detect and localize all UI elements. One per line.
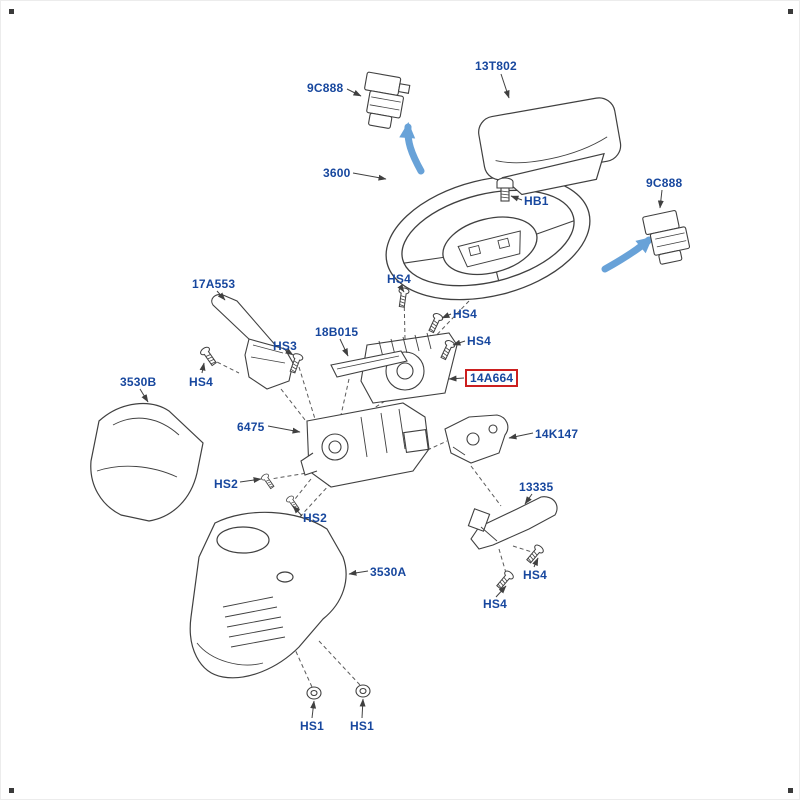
part-label-14a664-highlighted: 14A664 (465, 369, 519, 387)
arrow-to-9c888-left (399, 122, 425, 175)
part-label-9c888-right: 9C888 (646, 176, 683, 190)
fastener-label-hs2-2: HS2 (303, 511, 327, 525)
screw-hs4-4 (198, 345, 219, 368)
screw-hs4-5 (524, 542, 546, 565)
fastener-label-hs4-6: HS4 (483, 597, 507, 611)
fastener-label-hs1-2: HS1 (350, 719, 374, 733)
stalk-17a553-drawing (211, 294, 294, 390)
part-label-13t802: 13T802 (475, 59, 517, 73)
fastener-label-hs4-1: HS4 (387, 272, 411, 286)
fasteners (198, 286, 546, 700)
part-label-13335: 13335 (519, 480, 554, 494)
bolt-hb1-drawing (496, 177, 514, 202)
bracket-18b015-drawing (330, 350, 408, 378)
label-leader-lines (139, 73, 664, 719)
stalk-13335-drawing (467, 496, 558, 550)
screw-hs1-1 (306, 686, 322, 700)
part-label-6475: 6475 (237, 420, 265, 434)
install-arrows (399, 122, 653, 273)
cover-3530b-drawing (90, 402, 204, 522)
fastener-label-hs4-5: HS4 (523, 568, 547, 582)
part-label-18b015: 18B015 (315, 325, 359, 339)
fastener-label-hs4-4: HS4 (189, 375, 213, 389)
fastener-label-hs3: HS3 (273, 339, 297, 353)
screw-hs1-2 (355, 684, 371, 698)
shroud-3530a-drawing (189, 511, 347, 679)
part-label-3530b: 3530B (120, 375, 157, 389)
bracket-9c888-left-drawing (364, 71, 411, 129)
part-label-3600: 3600 (323, 166, 351, 180)
fastener-label-hs4-3: HS4 (467, 334, 491, 348)
airbag-module-drawing (478, 97, 622, 196)
part-label-9c888-upper-left: 9C888 (307, 81, 344, 95)
fastener-label-hs1-1: HS1 (300, 719, 324, 733)
corner-marks (9, 9, 793, 793)
screw-hs2-1 (259, 472, 277, 491)
part-label-3530a: 3530A (370, 565, 407, 579)
fastener-label-hs2-1: HS2 (214, 477, 238, 491)
part-14k147-drawing (444, 414, 509, 464)
arrow-to-9c888-right (601, 236, 653, 273)
screw-hs4-2 (426, 311, 445, 335)
fastener-label-hs4-2: HS4 (453, 307, 477, 321)
part-label-17a553: 17A553 (192, 277, 236, 291)
column-housing-6475-drawing (300, 402, 430, 488)
part-label-hb1: HB1 (524, 194, 549, 208)
steering-wheel-drawing (385, 175, 591, 301)
bracket-9c888-right-drawing (642, 210, 691, 265)
screw-hs2-2 (284, 494, 302, 513)
part-label-14k147: 14K147 (535, 427, 579, 441)
